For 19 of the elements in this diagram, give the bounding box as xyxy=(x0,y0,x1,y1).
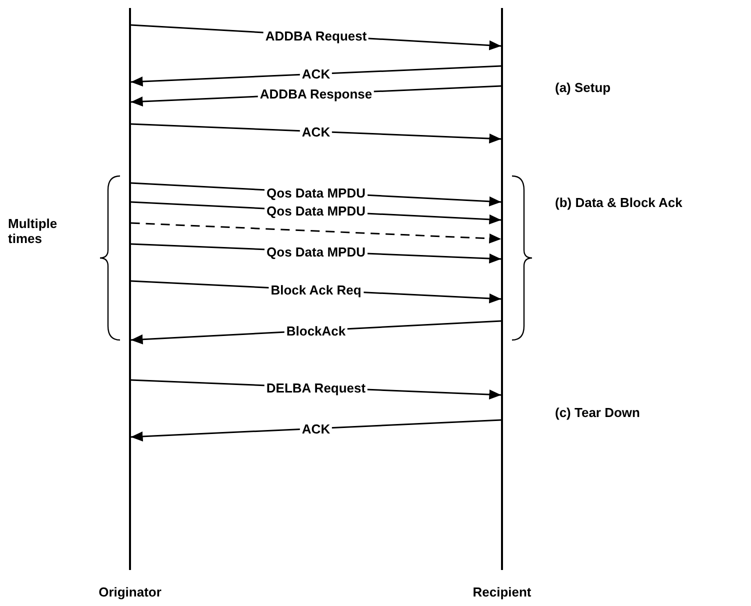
phase-label: (c) Tear Down xyxy=(555,405,640,420)
message-arrow xyxy=(130,222,502,244)
edge-label: ACK xyxy=(300,66,332,82)
edge-label: Qos Data MPDU xyxy=(264,204,368,218)
phase-label: Multiple times xyxy=(8,216,58,246)
phase-label: (a) Setup xyxy=(555,80,611,95)
message-arrow xyxy=(130,123,502,144)
participant-name: Recipient xyxy=(472,584,532,600)
edge-label: ADDBA Response xyxy=(258,86,374,102)
message-arrow xyxy=(130,419,502,442)
message-arrow xyxy=(130,65,502,86)
edge-label: ACK xyxy=(300,124,332,139)
edge-label: Qos Data MPDU xyxy=(264,244,368,259)
phase-label: (b) Data & Block Ack xyxy=(555,195,682,210)
edge-label: Block Ack Req xyxy=(268,282,364,298)
edge-label: ACK xyxy=(300,421,332,436)
edge-label: Qos Data MPDU xyxy=(264,185,368,200)
participant-name: Originator xyxy=(98,584,162,600)
edge-label: BlockAck xyxy=(284,323,348,338)
